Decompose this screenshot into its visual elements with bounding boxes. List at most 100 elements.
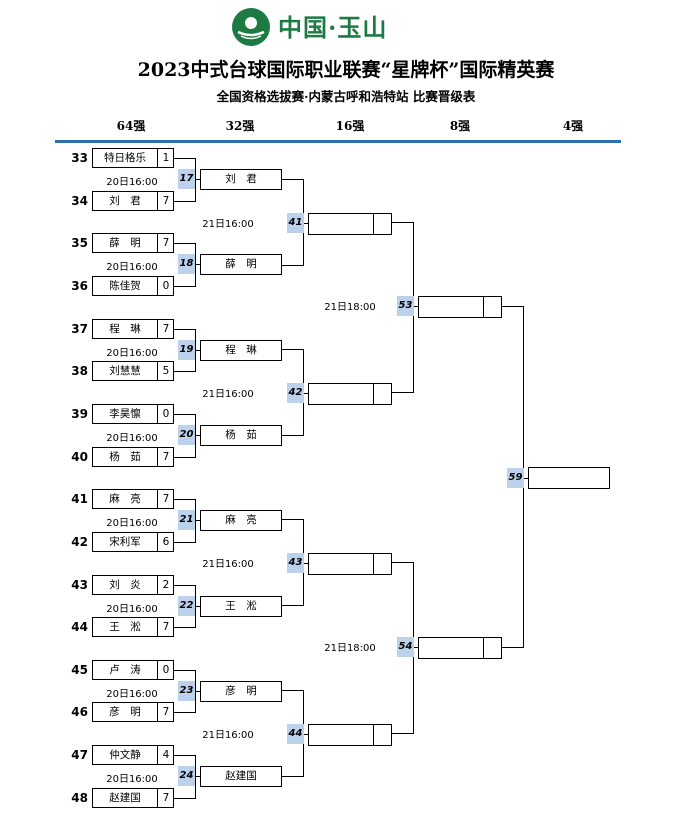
player-name: 赵建国	[109, 791, 141, 804]
seed-number: 46	[71, 705, 88, 720]
bracket-line	[174, 712, 196, 714]
bracket-line	[174, 499, 196, 501]
round-header-8: 8强	[449, 119, 471, 133]
match-number: 42	[287, 383, 304, 403]
player-name: 刘 君	[109, 194, 141, 207]
player-slot[interactable]	[418, 296, 502, 318]
bracket-line	[174, 243, 196, 245]
player-slot[interactable]: 杨 茹	[200, 424, 282, 446]
player-slot[interactable]: 王 淞	[200, 595, 282, 617]
seed-number: 33	[71, 151, 88, 165]
player-score: 7	[157, 447, 174, 466]
player-slot[interactable]	[528, 467, 610, 489]
match-time: 21日18:00	[324, 302, 376, 313]
bracket-line	[282, 179, 304, 180]
bracket-line	[282, 605, 304, 606]
player-slot[interactable]: 刘 炎 2	[92, 574, 174, 595]
player-name: 彦 明	[109, 706, 141, 719]
player-score: 7	[157, 618, 174, 637]
match-number: 54	[397, 637, 414, 657]
player-slot[interactable]: 仲文静 4	[92, 745, 174, 766]
player-score: 0	[157, 404, 174, 423]
match-number: 23	[178, 680, 195, 701]
seed-number: 34	[71, 193, 88, 208]
player-slot[interactable]	[418, 637, 502, 659]
player-slot[interactable]	[308, 553, 392, 575]
header-divider	[55, 140, 621, 143]
round-header-32: 32强	[225, 119, 255, 133]
seed-number: 42	[71, 534, 88, 549]
seed-number: 43	[71, 577, 88, 592]
player-slot[interactable]: 刘慧慧 5	[92, 361, 174, 382]
match-number: 41	[287, 213, 304, 233]
bracket-line	[282, 435, 304, 436]
player-score: 5	[157, 362, 174, 381]
player-slot[interactable]: 程 琳	[200, 339, 282, 361]
seed-number: 48	[71, 790, 88, 805]
bracket-line	[174, 371, 196, 373]
bracket-line	[195, 349, 201, 351]
player-slot[interactable]	[308, 383, 392, 405]
player-name: 薛 明	[109, 237, 141, 250]
player-score: 6	[157, 532, 174, 551]
seed-number: 38	[71, 364, 88, 379]
seed-number: 47	[71, 748, 88, 763]
score-divider	[373, 725, 374, 745]
player-slot[interactable]: 刘 君	[200, 169, 282, 190]
bracket-line	[392, 222, 414, 223]
bracket-line	[174, 627, 196, 629]
bracket-line	[195, 520, 201, 522]
player-slot[interactable]: 彦 明	[200, 680, 282, 702]
match-number: 22	[178, 595, 195, 616]
match-time: 21日16:00	[202, 559, 254, 570]
seed-number: 35	[71, 236, 88, 251]
match-number: 24	[178, 766, 195, 787]
player-name: 刘慧慧	[109, 365, 141, 378]
player-slot[interactable]	[308, 213, 392, 235]
seed-number: 37	[71, 321, 88, 336]
player-slot[interactable]: 麻 亮	[200, 510, 282, 532]
seed-number: 36	[71, 278, 88, 293]
player-name: 陈佳贺	[109, 279, 141, 292]
player-name: 仲文静	[109, 749, 141, 762]
bracket-line	[282, 519, 304, 520]
bracket-line	[413, 306, 419, 307]
match-number: 17	[178, 169, 195, 189]
player-score: 2	[157, 575, 174, 594]
match-time: 21日16:00	[202, 389, 254, 400]
bracket-line	[174, 328, 196, 330]
bracket-line	[174, 456, 196, 458]
logo-icon	[232, 8, 270, 46]
bracket-line	[195, 605, 201, 607]
seed-number: 41	[71, 492, 88, 507]
round-header-4: 4强	[562, 119, 584, 133]
bracket-line	[282, 265, 304, 266]
bracket-line	[174, 200, 196, 202]
player-score: 4	[157, 746, 174, 765]
player-name: 卢 涛	[109, 663, 141, 676]
brand-title: 中国·玉山	[278, 13, 388, 42]
player-slot[interactable]: 赵建国	[200, 766, 282, 788]
seed-number: 44	[71, 620, 88, 635]
player-slot[interactable]: 薛 明	[200, 254, 282, 276]
match-time: 20日16:00	[106, 518, 158, 530]
player-slot[interactable]	[308, 724, 392, 746]
round-header-64: 64强	[116, 119, 146, 133]
player-name: 刘 炎	[109, 578, 141, 591]
bracket-line	[174, 413, 196, 415]
match-time: 20日16:00	[106, 177, 158, 188]
match-number: 43	[287, 553, 304, 573]
